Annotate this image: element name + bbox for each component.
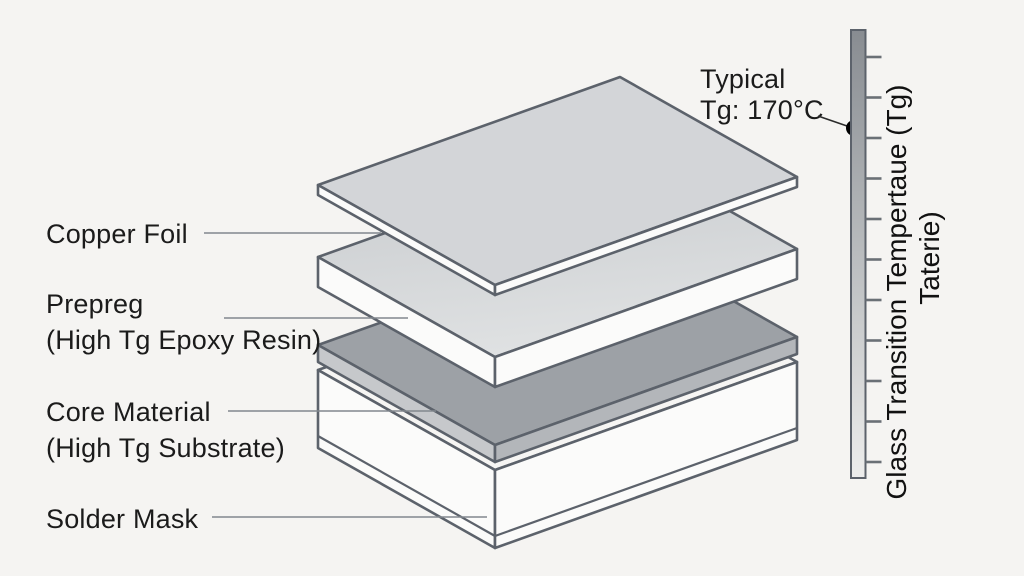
tg-scale-ticks: [865, 55, 882, 464]
annotation-tg-value: Tg: 170°C: [700, 95, 824, 125]
label-prepreg-1: Prepreg: [46, 289, 143, 319]
core-right-face: [493, 335, 799, 464]
label-core-1: Core Material: [46, 397, 211, 427]
pcb-stack: [316, 75, 799, 550]
prepreg-right-face: [493, 247, 799, 389]
tg-scale-label-line1: Glass Transition Tempertaue (Tg): [881, 85, 912, 500]
tg-annotation: Typical Tg: 170°C: [700, 64, 862, 136]
label-core-2: (High Tg Substrate): [46, 433, 285, 463]
tg-scale-bar: [850, 29, 867, 479]
tg-scale-label-line2: Taterie): [914, 211, 945, 304]
annotation-leader: [817, 115, 848, 127]
layer-copper-foil: [316, 75, 799, 297]
tg-scale: Glass Transition Tempertaue (Tg) Taterie…: [850, 29, 945, 500]
solder-mask-inner-line-right: [494, 426, 798, 538]
copper-right-face: [493, 175, 799, 297]
label-copper-foil: Copper Foil: [46, 219, 188, 249]
label-prepreg-2: (High Tg Epoxy Resin): [46, 325, 321, 355]
solder-mask-inner-line-left: [317, 435, 496, 537]
solder-mask-right-face: [493, 360, 799, 550]
label-solder-mask: Solder Mask: [46, 504, 199, 534]
annotation-typical: Typical: [700, 64, 785, 94]
